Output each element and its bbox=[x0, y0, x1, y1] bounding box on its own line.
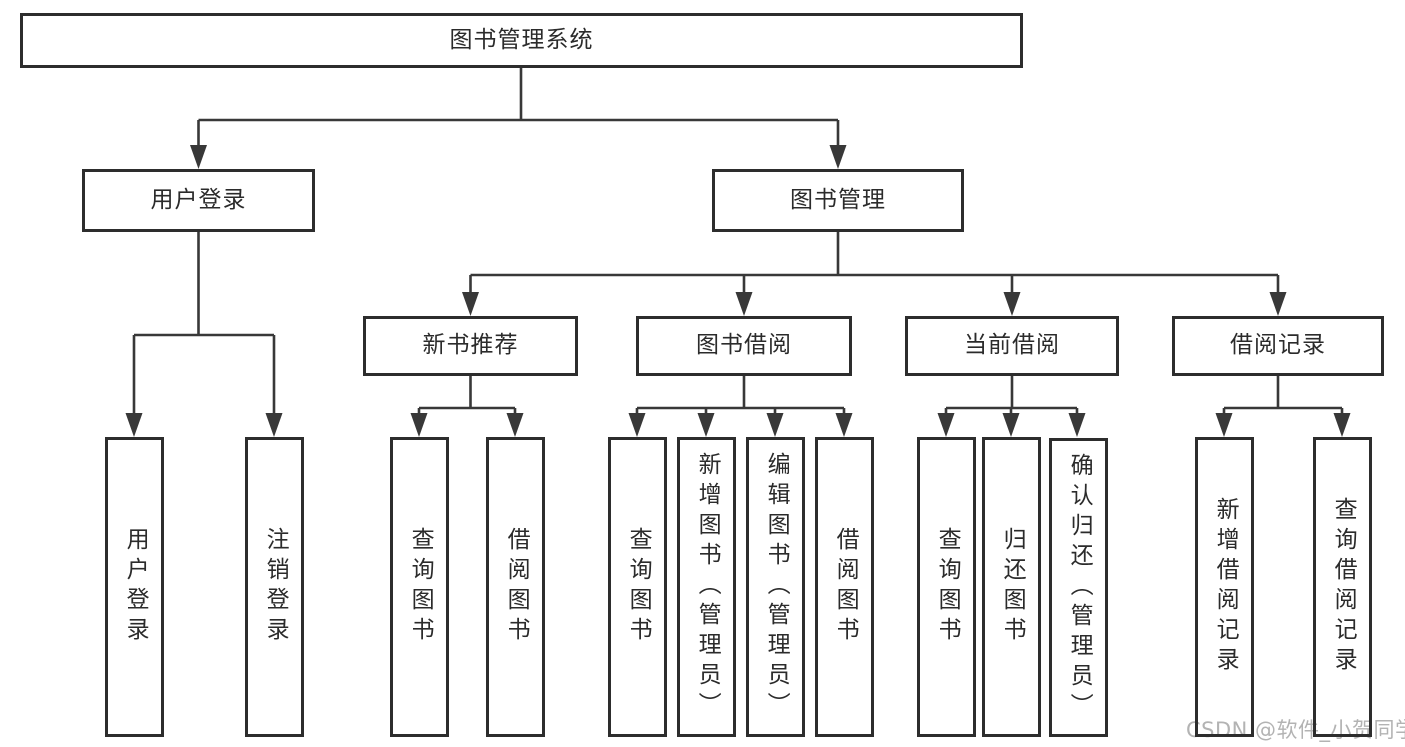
arrow-down-icon bbox=[125, 413, 143, 437]
node-new-book-rec: 新书推荐 bbox=[363, 316, 578, 376]
leaf-bb-borrow-books-label: 借阅图书 bbox=[832, 527, 859, 647]
leaf-bb-add-books: 新增图书（管理员） bbox=[677, 437, 736, 737]
leaf-user-login: 用户登录 bbox=[105, 437, 164, 737]
leaf-bb-query-books-label: 查询图书 bbox=[625, 527, 652, 647]
leaf-bb-edit-books-label: 编辑图书（管理员） bbox=[763, 452, 790, 722]
node-borrow-records-label: 借阅记录 bbox=[1230, 332, 1326, 359]
arrow-down-icon bbox=[697, 413, 715, 437]
leaf-bb-borrow-books: 借阅图书 bbox=[815, 437, 874, 737]
arrow-down-icon bbox=[265, 413, 283, 437]
node-book-borrow-label: 图书借阅 bbox=[696, 332, 792, 359]
leaf-cb-return-books: 归还图书 bbox=[982, 437, 1041, 737]
leaf-user-login-label: 用户登录 bbox=[122, 527, 149, 647]
node-book-borrow: 图书借阅 bbox=[636, 316, 852, 376]
connector-root bbox=[197, 68, 840, 146]
arrow-down-icon bbox=[1068, 413, 1086, 437]
node-current-borrow: 当前借阅 bbox=[905, 316, 1119, 376]
leaf-bb-edit-books: 编辑图书（管理员） bbox=[746, 437, 805, 737]
arrow-down-icon bbox=[937, 413, 955, 437]
node-root-label: 图书管理系统 bbox=[449, 26, 594, 53]
leaf-cb-query-books-label: 查询图书 bbox=[934, 527, 961, 647]
arrow-down-icon bbox=[462, 292, 479, 316]
leaf-rec-query-books-label: 查询图书 bbox=[407, 527, 434, 647]
connector-borrow-records bbox=[1222, 376, 1344, 414]
leaf-br-add-record-label: 新增借阅记录 bbox=[1212, 497, 1239, 677]
node-current-borrow-label: 当前借阅 bbox=[964, 332, 1060, 359]
node-book-mgmt: 图书管理 bbox=[712, 169, 964, 232]
leaf-br-query-record-label: 查询借阅记录 bbox=[1330, 497, 1357, 677]
node-root: 图书管理系统 bbox=[20, 13, 1023, 68]
leaf-cb-confirm-return-label: 确认归还（管理员） bbox=[1066, 452, 1093, 723]
connector-new-book-rec bbox=[417, 376, 517, 414]
arrow-down-icon bbox=[506, 413, 524, 437]
arrow-down-icon bbox=[628, 413, 646, 437]
leaf-cb-confirm-return: 确认归还（管理员） bbox=[1049, 438, 1108, 737]
arrow-down-icon bbox=[1333, 413, 1351, 437]
node-user-login: 用户登录 bbox=[82, 169, 315, 232]
connector-current-borrow bbox=[944, 376, 1079, 414]
leaf-rec-query-books: 查询图书 bbox=[390, 437, 449, 737]
connector-book-mgmt bbox=[469, 232, 1280, 293]
leaf-logout-login-label: 注销登录 bbox=[262, 527, 289, 647]
leaf-rec-borrow-books-label: 借阅图书 bbox=[503, 527, 530, 647]
connector-book-borrow bbox=[635, 376, 846, 414]
arrowheads bbox=[125, 145, 1351, 437]
arrow-down-icon bbox=[410, 413, 428, 437]
arrow-down-icon bbox=[1003, 292, 1021, 316]
node-book-mgmt-label: 图书管理 bbox=[790, 186, 886, 213]
connector-user-login bbox=[132, 232, 276, 414]
arrow-down-icon bbox=[1215, 413, 1233, 437]
leaf-rec-borrow-books: 借阅图书 bbox=[486, 437, 545, 737]
leaf-cb-query-books: 查询图书 bbox=[917, 437, 976, 737]
leaf-bb-add-books-label: 新增图书（管理员） bbox=[694, 452, 721, 722]
leaf-bb-query-books: 查询图书 bbox=[608, 437, 667, 737]
node-new-book-rec-label: 新书推荐 bbox=[422, 332, 519, 359]
arrow-down-icon bbox=[1002, 413, 1020, 437]
arrow-down-icon bbox=[829, 145, 847, 169]
arrow-down-icon bbox=[766, 413, 784, 437]
arrow-down-icon bbox=[835, 413, 853, 437]
arrow-down-icon bbox=[1269, 292, 1287, 316]
arrow-down-icon bbox=[190, 145, 207, 169]
arrow-down-icon bbox=[735, 292, 753, 316]
watermark: CSDN @软件_小贺同学 bbox=[1186, 718, 1405, 742]
leaf-cb-return-books-label: 归还图书 bbox=[999, 527, 1026, 647]
leaf-logout-login: 注销登录 bbox=[245, 437, 304, 737]
leaf-br-add-record: 新增借阅记录 bbox=[1195, 437, 1254, 737]
leaf-br-query-record: 查询借阅记录 bbox=[1313, 437, 1372, 737]
node-user-login-label: 用户登录 bbox=[150, 186, 247, 213]
node-borrow-records: 借阅记录 bbox=[1172, 316, 1384, 376]
